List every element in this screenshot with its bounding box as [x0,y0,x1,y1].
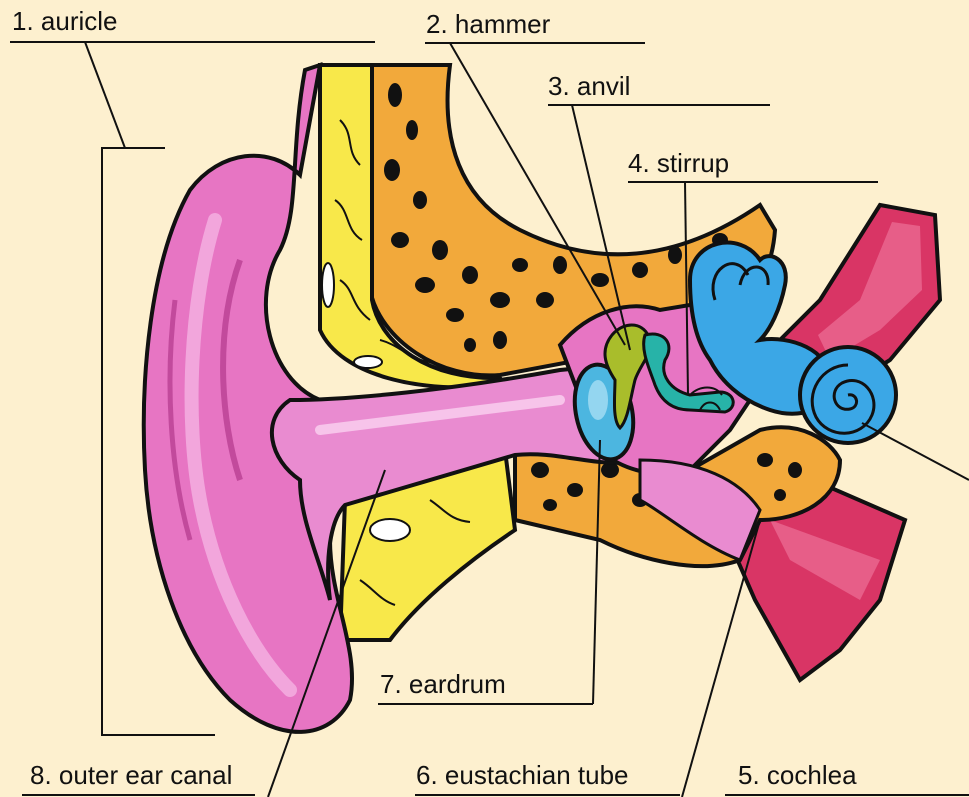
stirrup-label: 4. stirrup [628,148,729,178]
hammer-label: 2. hammer [426,9,551,39]
eardrum-label: 7. eardrum [380,669,506,699]
anvil-label: 3. anvil [548,71,630,101]
cochlea-label: 5. cochlea [738,760,857,790]
eustachian-tube-label: 6. eustachian tube [416,760,629,790]
auricle-label: 1. auricle [12,6,118,36]
outer-ear-canal-label: 8. outer ear canal [30,760,232,790]
